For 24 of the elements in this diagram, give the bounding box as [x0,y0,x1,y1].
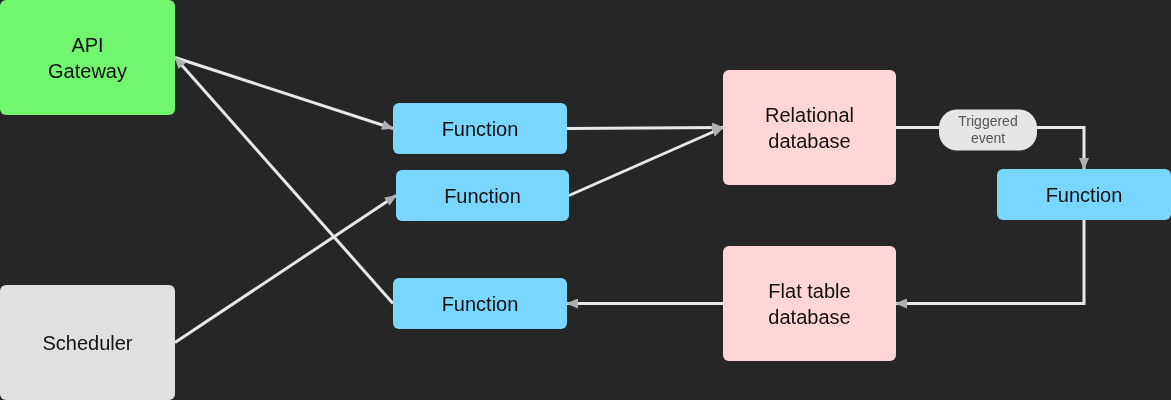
function-box [393,278,567,329]
node-label: Scheduler [42,330,133,356]
database-box [723,246,896,361]
arrow [568,126,724,197]
node-label: Function [1045,182,1123,208]
gateway-box [0,0,175,115]
edge-label: Triggered event [939,109,1037,150]
node-label: Function [441,291,519,317]
arrow [174,194,397,344]
database-box [723,70,896,185]
function-box [393,103,567,154]
function-box [997,169,1171,220]
node-label: Flat table database [767,278,852,330]
arrow [173,56,395,305]
scheduler-box [0,285,175,400]
arrow [566,298,723,309]
node-label: Function [441,116,519,142]
function-box [396,170,569,221]
arrow [895,220,1086,309]
node-label: API Gateway [47,32,128,84]
arrow [567,122,724,133]
arrow [174,56,394,130]
node-label: Function [444,183,521,209]
node-label: Relational database [764,102,855,154]
